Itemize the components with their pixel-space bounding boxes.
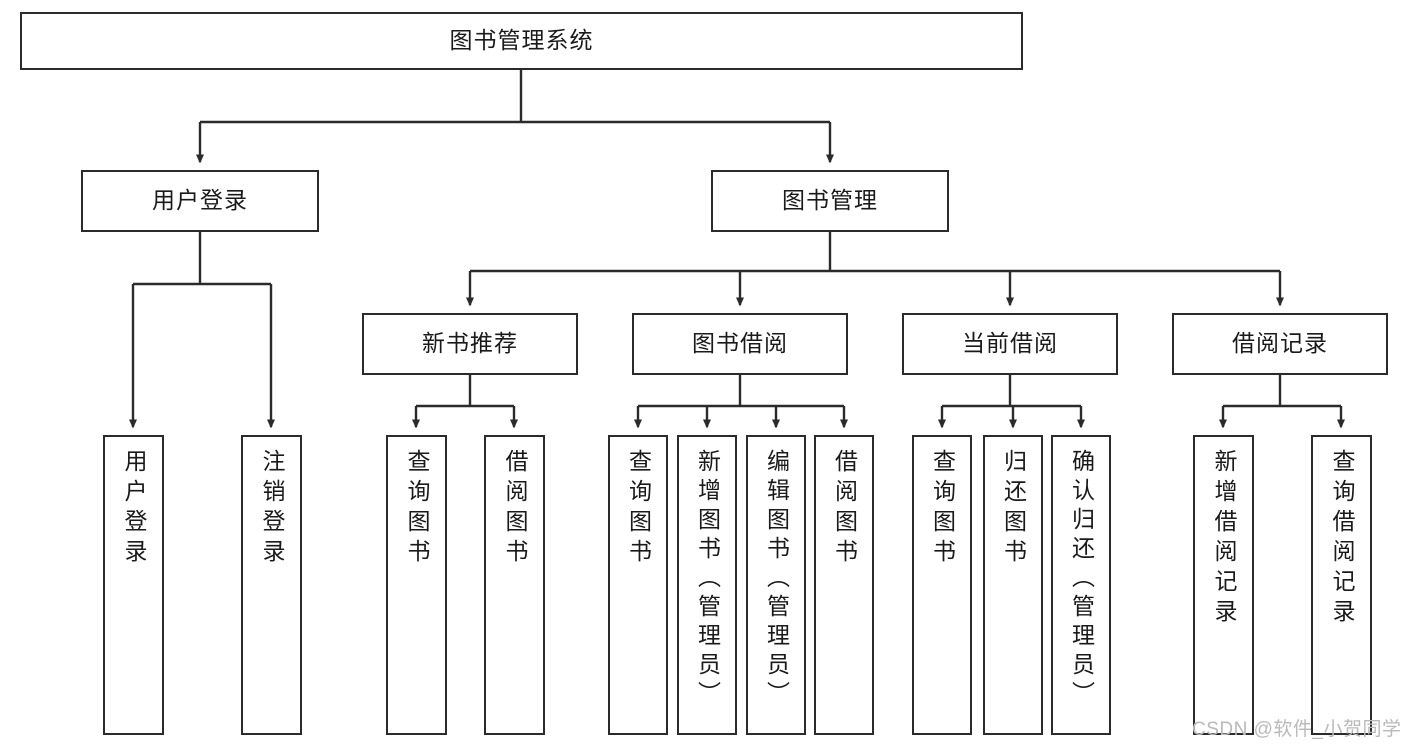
node-book-borrow[interactable]: 图书借阅 [632,313,848,375]
node-leaf-confirm-return-admin[interactable]: 确认归还（管理员） [1051,435,1111,735]
node-leaf-logout[interactable]: 注销登录 [241,435,302,735]
node-label: 查询图书 [404,449,430,569]
node-leaf-query-book-borrow[interactable]: 查询图书 [608,435,668,735]
node-leaf-add-book-admin[interactable]: 新增图书（管理员） [677,435,737,735]
node-leaf-add-borrow-record[interactable]: 新增借阅记录 [1193,435,1254,735]
node-label: 图书借阅 [692,330,788,357]
node-label: 归还图书 [1000,449,1027,569]
node-label: 确认归还（管理员） [1068,449,1095,710]
node-label: 新书推荐 [422,330,518,357]
node-book-management[interactable]: 图书管理 [711,170,949,232]
node-leaf-query-borrow-record[interactable]: 查询借阅记录 [1311,435,1372,735]
node-label: 用户登录 [152,187,248,214]
node-label: 借阅图书 [502,449,528,569]
node-label: 新增借阅记录 [1211,449,1237,629]
node-leaf-borrow-book[interactable]: 借阅图书 [814,435,874,735]
node-root-system[interactable]: 图书管理系统 [20,12,1023,70]
node-label: 新增图书（管理员） [694,449,721,710]
node-label: 查询图书 [625,449,652,569]
node-new-book-recommend[interactable]: 新书推荐 [362,313,578,375]
node-label: 借阅记录 [1232,330,1328,357]
node-leaf-user-login[interactable]: 用户登录 [103,435,164,735]
node-label: 查询图书 [929,449,956,569]
node-label: 借阅图书 [831,449,858,569]
node-leaf-borrow-book-rec[interactable]: 借阅图书 [484,435,545,735]
csdn-watermark: CSDN @软件_小贺同学 [1192,719,1402,740]
node-label: 图书管理系统 [449,27,594,54]
node-borrow-record[interactable]: 借阅记录 [1172,313,1388,375]
node-label: 注销登录 [259,449,285,569]
node-leaf-return-book[interactable]: 归还图书 [983,435,1043,735]
node-label: 查询借阅记录 [1329,449,1355,629]
node-label: 当前借阅 [962,330,1058,357]
node-label: 用户登录 [121,449,147,569]
node-current-borrow[interactable]: 当前借阅 [902,313,1118,375]
node-label: 图书管理 [782,187,878,214]
node-label: 编辑图书（管理员） [763,449,790,710]
node-leaf-edit-book-admin[interactable]: 编辑图书（管理员） [746,435,806,735]
node-user-login[interactable]: 用户登录 [81,170,319,232]
node-leaf-query-book-current[interactable]: 查询图书 [912,435,972,735]
node-leaf-query-book-rec[interactable]: 查询图书 [386,435,447,735]
